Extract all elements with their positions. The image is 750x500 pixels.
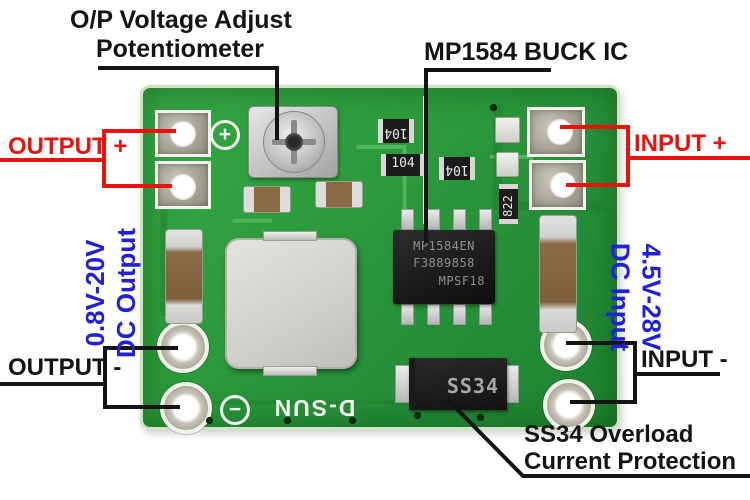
inductor-tab-bottom — [263, 366, 317, 376]
ic-label: MP1584 BUCK IC — [424, 38, 629, 66]
smd-resistor-822: 822 — [499, 184, 518, 224]
output-plus-hole-2 — [170, 174, 196, 200]
via — [206, 417, 213, 424]
diode-protection-line2: Current Protection — [524, 447, 737, 475]
capacitor-right — [539, 215, 577, 333]
input-rating-line1: 4.5V-28V — [636, 243, 667, 351]
potentiometer-rotor — [263, 111, 325, 173]
pcb-board: + − D-SUN MP1584EN F3889858 — [140, 85, 620, 434]
input-plus-hole-2 — [550, 172, 576, 198]
via — [414, 412, 421, 419]
output-minus-pad-2 — [160, 382, 212, 434]
input-rating-line2: DC Input — [605, 242, 636, 352]
smd-resistor-104-c: 104 — [439, 157, 475, 180]
ic-pin — [401, 304, 414, 325]
via — [349, 417, 356, 424]
ic-pin — [453, 209, 466, 230]
diode-protection-label: SS34 Overload Current Protection — [524, 421, 737, 476]
mp1584-ic: MP1584EN F3889858 MPSF18 — [393, 230, 495, 304]
smd-capacitor-b — [315, 181, 363, 208]
capacitor-left — [165, 229, 203, 324]
output-plus-label: OUTPUT + — [8, 133, 128, 160]
input-rating-label: 4.5V-28V DC Input — [603, 195, 667, 400]
brand-silkscreen: D-SUN — [272, 395, 356, 421]
ic-marking-line2: F3889858 — [413, 256, 475, 271]
ic-pin — [427, 304, 440, 325]
ic-pin — [479, 304, 492, 325]
output-minus-pad-1 — [157, 321, 209, 373]
minus-polarity-mark: − — [220, 395, 250, 425]
ic-marking-line1: MP1584EN — [413, 239, 475, 253]
input-plus-label: INPUT + — [634, 130, 727, 157]
pot-label-line1: O/P Voltage Adjust — [70, 6, 292, 34]
output-rating-label: 0.8V-20V DC Output — [80, 193, 144, 393]
plus-polarity-mark: + — [210, 120, 240, 150]
output-rating-line2: DC Output — [111, 228, 142, 358]
ic-pin — [401, 209, 414, 230]
ic-marking-line3: MPSF18 — [438, 273, 485, 288]
ic-pin — [479, 209, 492, 230]
smd-capacitor-a — [243, 186, 291, 213]
diode-marking: SS34 — [446, 374, 499, 398]
smd-capacitor-white-b — [496, 152, 519, 177]
inductor — [225, 231, 357, 376]
output-rating-line1: 0.8V-20V — [80, 239, 110, 347]
smd-resistor-104-b: 104 — [381, 154, 425, 176]
smd-capacitor-white-a — [495, 117, 520, 143]
smd-resistor-104-a: 104 — [378, 119, 414, 143]
inductor-tab-top — [263, 231, 317, 241]
ic-pin — [453, 304, 466, 325]
pot-label-line2: Potentiometer — [95, 34, 265, 63]
via — [284, 417, 291, 424]
input-plus-hole-1 — [547, 119, 573, 145]
potentiometer — [248, 106, 338, 178]
potentiometer-center — [285, 133, 303, 151]
diode-protection-line1: SS34 Overload — [524, 421, 694, 448]
output-plus-hole-1 — [170, 121, 196, 147]
smd-resistor-822-text: 822 — [501, 195, 515, 217]
ss34-diode: SS34 — [409, 358, 507, 410]
via — [477, 414, 484, 421]
via — [490, 104, 497, 111]
ic-pin — [427, 209, 440, 230]
pot-label: O/P Voltage Adjust Potentiometer — [70, 6, 292, 64]
